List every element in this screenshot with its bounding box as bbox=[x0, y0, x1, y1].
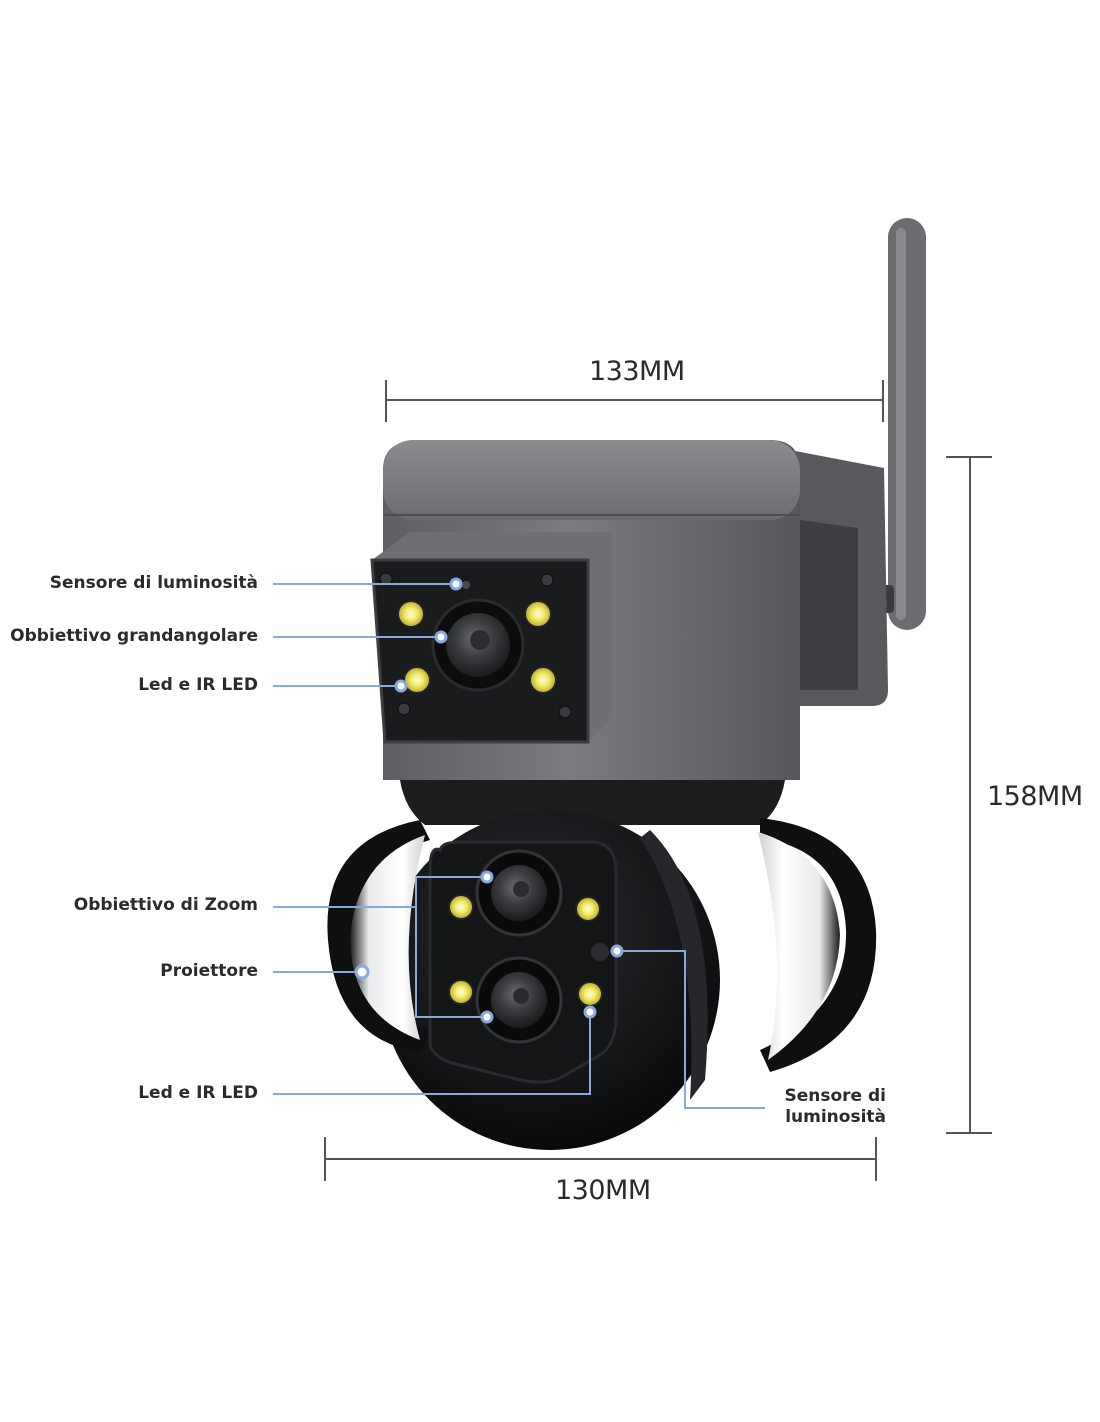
callout-wide-angle-lens: Obbiettivo grandangolare bbox=[10, 626, 258, 646]
callout-zoom-lens: Obbiettivo di Zoom bbox=[73, 895, 258, 915]
callout-light-sensor-bottom-line1: Sensore di bbox=[784, 1086, 886, 1106]
lower-ball bbox=[327, 810, 877, 1150]
leader-lines bbox=[273, 583, 765, 1109]
width-dimension-label: 133MM bbox=[589, 356, 685, 387]
rear-bracket bbox=[790, 450, 888, 706]
leader-endpoints bbox=[354, 577, 624, 1024]
antenna bbox=[872, 218, 926, 630]
base-width-dimension-label: 130MM bbox=[555, 1175, 651, 1206]
callout-light-sensor-bottom: Sensore di luminosità bbox=[784, 1086, 886, 1129]
callout-led-ir-top: Led e IR LED bbox=[138, 675, 258, 695]
callout-light-sensor-bottom-line2: luminosità bbox=[785, 1107, 886, 1128]
callout-led-ir-bottom: Led e IR LED bbox=[138, 1083, 258, 1103]
wide-angle-module bbox=[370, 532, 612, 744]
callout-projector: Proiettore bbox=[160, 961, 258, 981]
callout-light-sensor-top: Sensore di luminosità bbox=[49, 573, 258, 593]
dimension-lines bbox=[324, 380, 992, 1181]
height-dimension-label: 158MM bbox=[987, 781, 1083, 812]
